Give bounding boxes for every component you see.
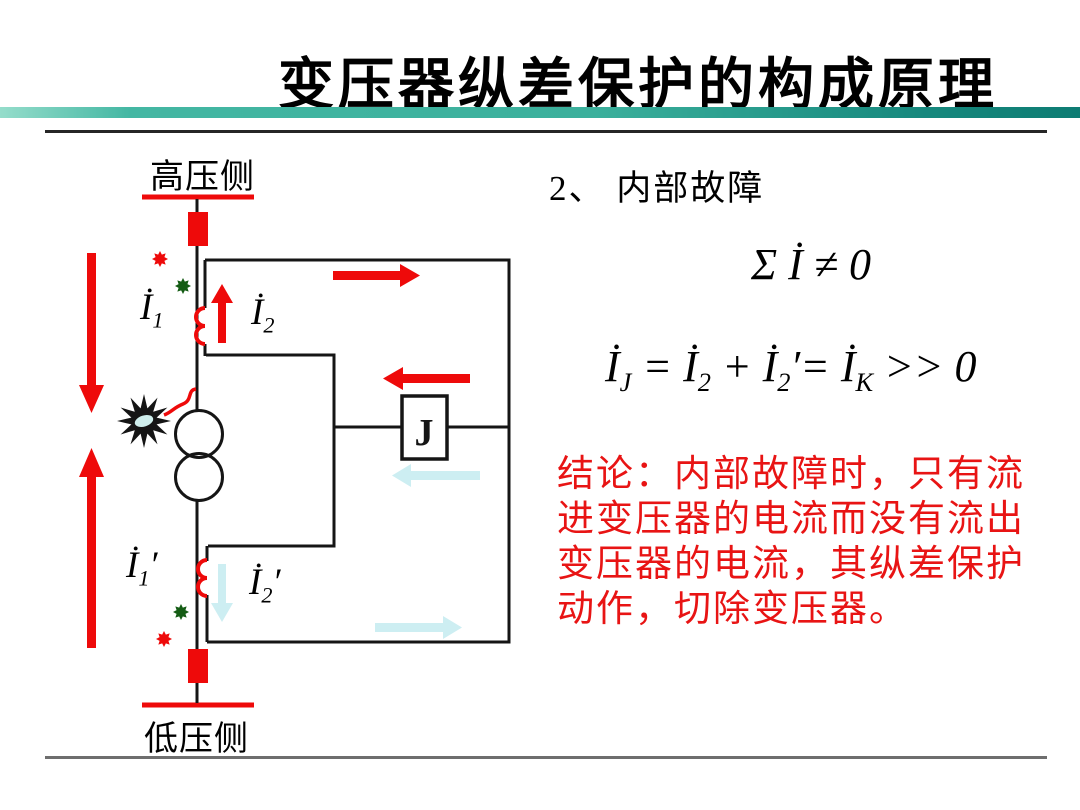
current-label-i1-prime: İ1′	[126, 545, 158, 591]
low-side-label: 低压侧	[144, 721, 249, 758]
fault-starburst-center	[134, 415, 154, 427]
polarity-dot-red-bottom	[156, 631, 172, 647]
bottom-rule	[45, 756, 1047, 759]
arrow-below-relay-left-icon	[392, 464, 480, 487]
breaker-low-side	[188, 649, 208, 683]
secondary-outer-loop	[205, 258, 511, 644]
transformer-winding-bottom	[174, 452, 224, 502]
arrow-primary-up-icon	[79, 448, 104, 648]
current-label-i2-prime: İ2′	[249, 562, 281, 608]
arrow-above-relay-left-icon	[383, 367, 470, 390]
ct-coil-low-side	[196, 558, 208, 598]
accent-bar	[0, 107, 1080, 118]
polarity-dot-red-top	[152, 251, 168, 267]
page-title: 变压器纵差保护的构成原理	[278, 53, 998, 116]
relay-letter: J	[415, 412, 434, 454]
section-heading: 2、 内部故障	[549, 169, 765, 208]
secondary-stubs	[203, 260, 209, 642]
fault-connection-squiggle	[163, 387, 197, 417]
current-label-i2: İ2	[251, 292, 275, 338]
breaker-high-side	[188, 212, 208, 246]
ct-coil-high-side	[194, 306, 206, 346]
polarity-dot-green-top	[175, 278, 191, 294]
conclusion-text: 结论：内部故障时，只有流进变压器的电流而没有流出变压器的电流，其纵差保护动作，切…	[557, 454, 1025, 630]
current-label-i1: İ1	[140, 287, 164, 333]
arrow-top-wire-right-icon	[333, 264, 420, 287]
relay-box	[400, 394, 449, 461]
high-side-label: 高压侧	[150, 159, 255, 196]
arrow-i2-up-icon	[211, 284, 233, 343]
secondary-inner-loop	[206, 353, 336, 548]
formula-relay-current: İJ = İ2 + İ2′= İK >> 0	[605, 342, 977, 397]
arrow-bottom-wire-right-icon	[375, 616, 462, 639]
formula-sum-nonzero: Σ İ ≠ 0	[751, 240, 871, 289]
arrow-primary-down-icon	[79, 253, 104, 413]
polarity-dot-green-bottom	[173, 604, 189, 620]
top-rule	[45, 130, 1047, 133]
transformer-winding-top	[174, 409, 224, 459]
arrow-i2p-down-icon	[211, 564, 233, 622]
